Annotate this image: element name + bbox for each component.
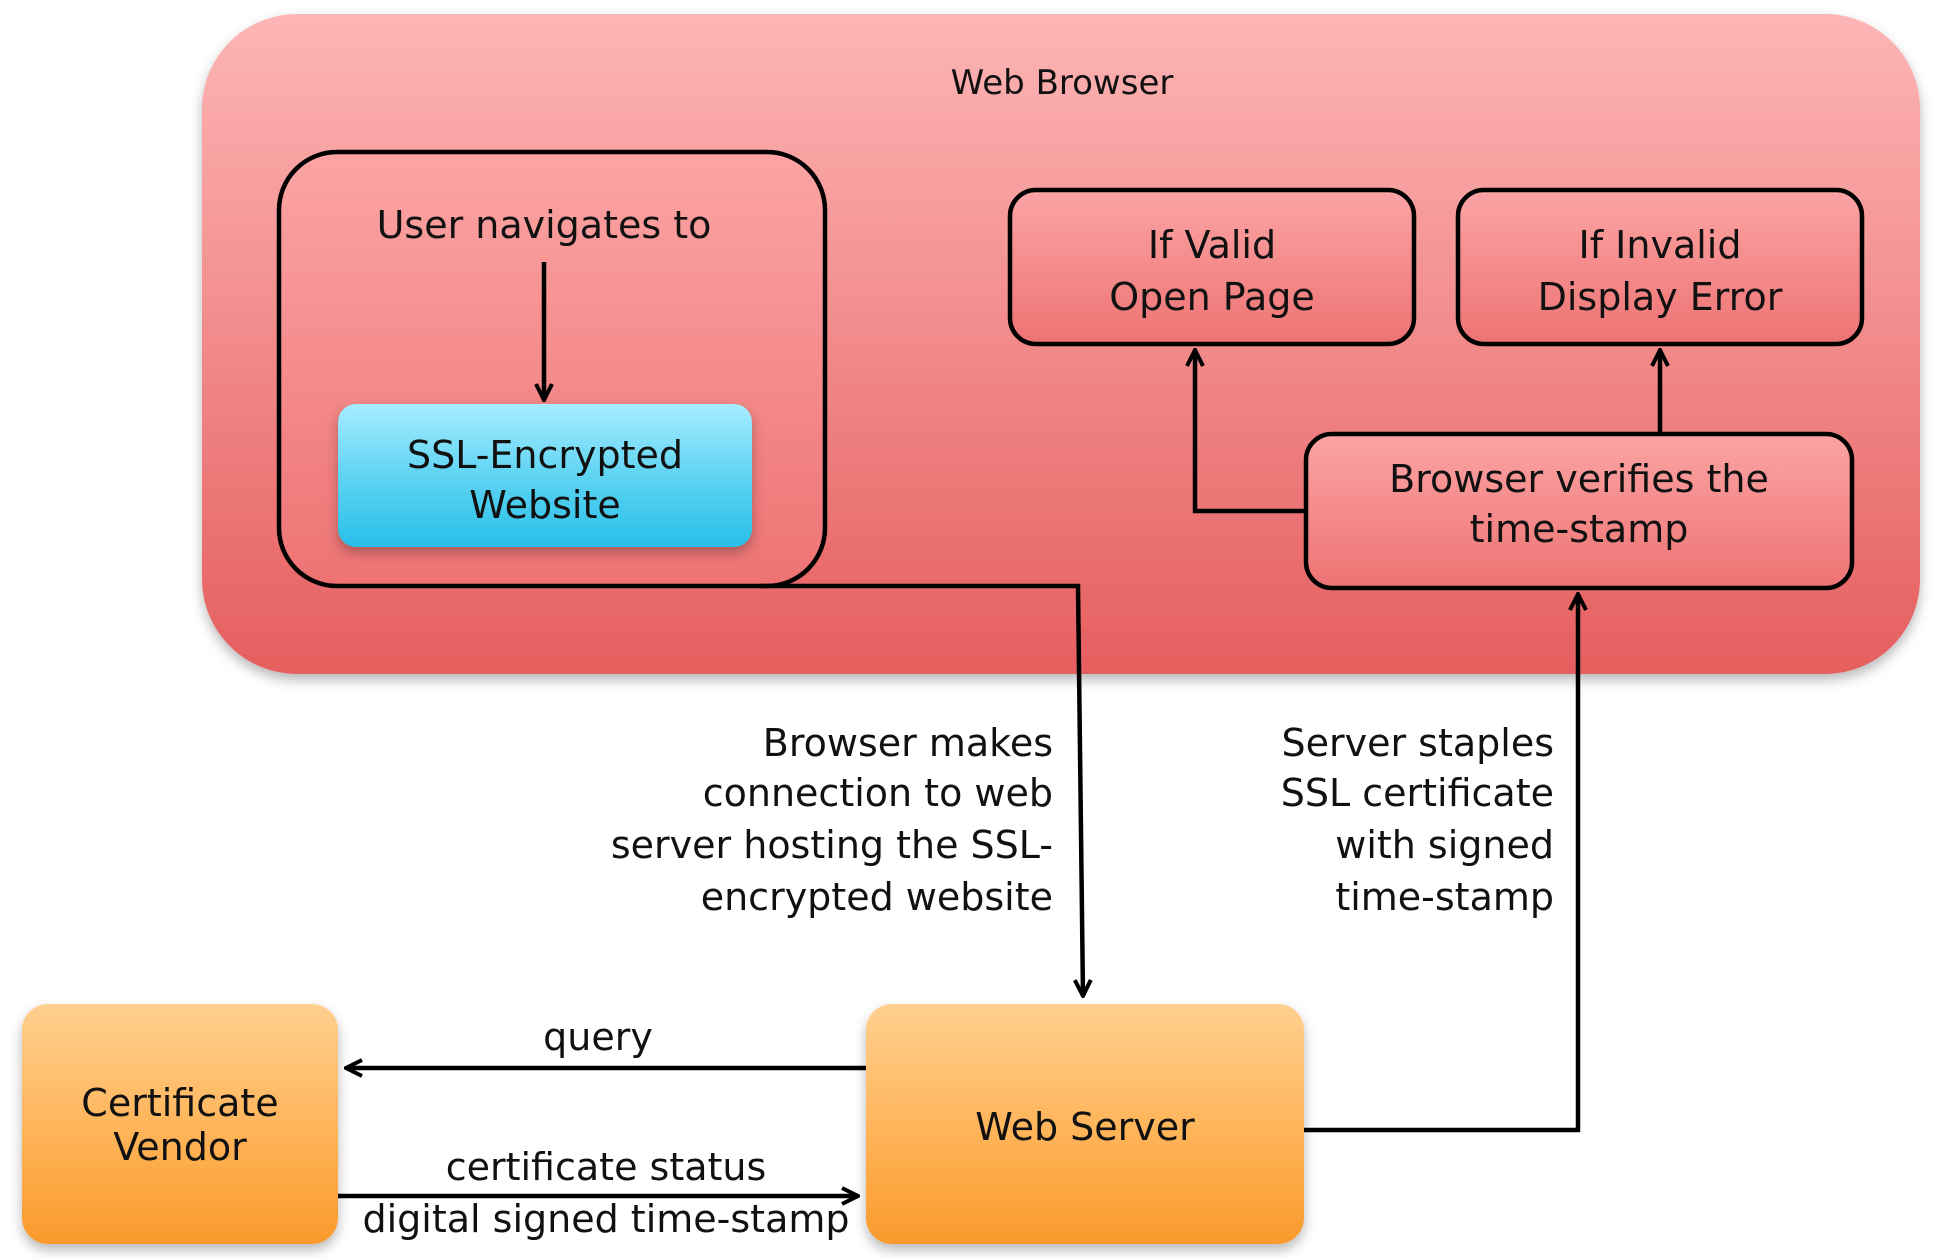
ssl-website-node: SSL-Encrypted Website: [338, 404, 752, 547]
certificate-status-label: certificate status digital signed time-s…: [362, 1145, 849, 1241]
browser-to-server-line-1: Browser makes: [763, 721, 1053, 765]
verify-node: Browser verifies the time-stamp: [1303, 431, 1855, 591]
if-valid-node: If Valid Open Page: [1007, 187, 1417, 347]
browser-to-server-label: Browser makes connection to web server h…: [611, 721, 1053, 919]
server-to-browser-line-1: Server staples: [1281, 721, 1554, 765]
query-label: query: [543, 1015, 653, 1059]
arrow-verify-to-valid: [1195, 350, 1306, 514]
cert-vendor-node: Certificate Vendor: [22, 1004, 338, 1244]
if-invalid-line-1: If Invalid: [1579, 223, 1742, 267]
web-server-label: Web Server: [975, 1105, 1195, 1149]
browser-to-server-line-2: connection to web: [703, 771, 1053, 815]
server-to-browser-line-4: time-stamp: [1335, 875, 1554, 919]
ssl-website-line-1: SSL-Encrypted: [407, 433, 683, 477]
certificate-status-line-2: digital signed time-stamp: [362, 1197, 849, 1241]
verify-line-2: time-stamp: [1470, 507, 1689, 551]
server-to-browser-label: Server staples SSL certificate with sign…: [1281, 721, 1554, 919]
arrow-server-to-verify: [1304, 594, 1578, 1133]
verify-line-1: Browser verifies the: [1389, 457, 1769, 501]
web-browser-label: Web Browser: [951, 63, 1174, 103]
if-invalid-line-2: Display Error: [1538, 275, 1783, 319]
server-to-browser-line-3: with signed: [1335, 823, 1554, 867]
cert-vendor-line-2: Vendor: [113, 1125, 247, 1169]
ssl-website-line-2: Website: [469, 483, 620, 527]
browser-to-server-line-3: server hosting the SSL-: [611, 823, 1053, 867]
server-to-browser-line-2: SSL certificate: [1281, 771, 1554, 815]
browser-to-server-line-4: encrypted website: [701, 875, 1053, 919]
if-invalid-node: If Invalid Display Error: [1455, 187, 1865, 347]
if-valid-line-1: If Valid: [1148, 223, 1276, 267]
cert-vendor-line-1: Certificate: [81, 1081, 278, 1125]
if-valid-line-2: Open Page: [1109, 275, 1315, 319]
certificate-status-line-1: certificate status: [446, 1145, 767, 1189]
navigate-group-label: User navigates to: [377, 203, 712, 247]
arrow-browser-to-server: [760, 583, 1083, 996]
web-server-node: Web Server: [866, 1004, 1304, 1244]
